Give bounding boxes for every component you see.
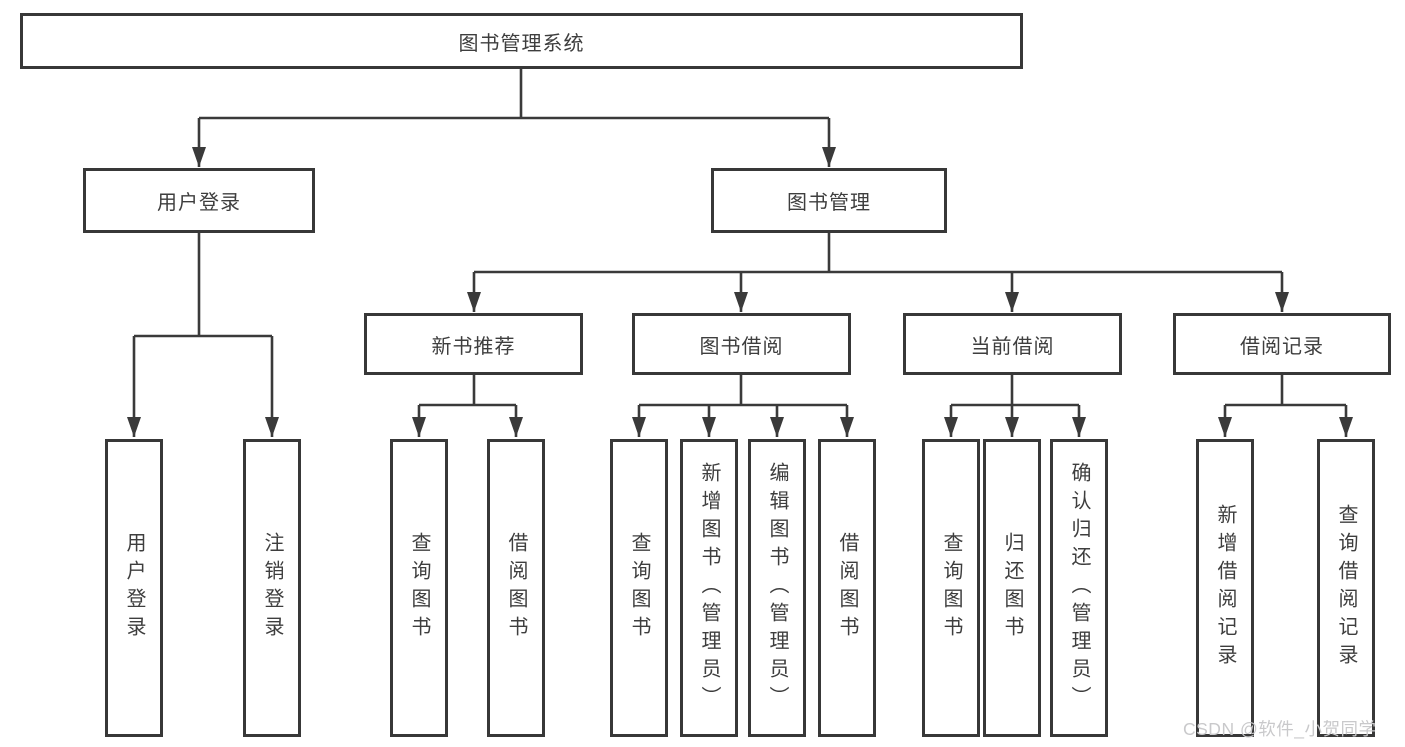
- leaf-add-book-admin: 新增图书（管理员）: [680, 439, 738, 737]
- node-library-management-system: 图书管理系统: [20, 13, 1023, 69]
- leaf-logout-label: 注销登录: [261, 532, 283, 644]
- node-current-borrowing: 当前借阅: [903, 313, 1122, 375]
- leaf-add-borrow-record-label: 新增借阅记录: [1214, 504, 1236, 672]
- leaf-query-books-3-label: 查询图书: [940, 532, 962, 644]
- leaf-return-books-label: 归还图书: [1001, 532, 1023, 644]
- node-new-book-recommend: 新书推荐: [364, 313, 583, 375]
- leaf-edit-book-admin: 编辑图书（管理员）: [748, 439, 806, 737]
- rail-root: [199, 68, 829, 120]
- watermark: CSDN @软件_小贺同学: [1183, 719, 1377, 739]
- leaf-borrow-books-2: 借阅图书: [818, 439, 876, 737]
- leaf-add-book-admin-label: 新增图书（管理员）: [698, 462, 720, 714]
- leaf-confirm-return-admin: 确认归还（管理员）: [1050, 439, 1108, 737]
- rail-current-borrowing: [951, 374, 1079, 407]
- rail-user-login: [134, 231, 272, 338]
- leaf-query-books-2: 查询图书: [610, 439, 668, 737]
- leaf-user-login-label: 用户登录: [123, 532, 145, 644]
- leaf-query-books-1-label: 查询图书: [408, 532, 430, 644]
- leaf-user-login: 用户登录: [105, 439, 163, 737]
- leaf-logout: 注销登录: [243, 439, 301, 737]
- leaf-confirm-return-admin-label: 确认归还（管理员）: [1068, 462, 1090, 714]
- leaf-edit-book-admin-label: 编辑图书（管理员）: [766, 462, 788, 714]
- leaf-borrow-books-2-label: 借阅图书: [836, 532, 858, 644]
- leaf-query-books-1: 查询图书: [390, 439, 448, 737]
- leaf-query-books-2-label: 查询图书: [628, 532, 650, 644]
- node-user-login: 用户登录: [83, 168, 315, 233]
- leaf-borrow-books-1: 借阅图书: [487, 439, 545, 737]
- rail-book-management: [474, 231, 1282, 274]
- leaf-return-books: 归还图书: [983, 439, 1041, 737]
- leaf-borrow-books-1-label: 借阅图书: [505, 532, 527, 644]
- leaf-add-borrow-record: 新增借阅记录: [1196, 439, 1254, 737]
- rail-book-borrowing: [639, 374, 847, 407]
- rail-borrow-records: [1225, 374, 1346, 407]
- node-book-borrowing: 图书借阅: [632, 313, 851, 375]
- rail-new-book-recommend: [419, 374, 516, 407]
- leaf-query-borrow-record: 查询借阅记录: [1317, 439, 1375, 737]
- leaf-query-borrow-record-label: 查询借阅记录: [1335, 504, 1357, 672]
- node-book-management: 图书管理: [711, 168, 947, 233]
- node-borrow-records: 借阅记录: [1173, 313, 1391, 375]
- leaf-query-books-3: 查询图书: [922, 439, 980, 737]
